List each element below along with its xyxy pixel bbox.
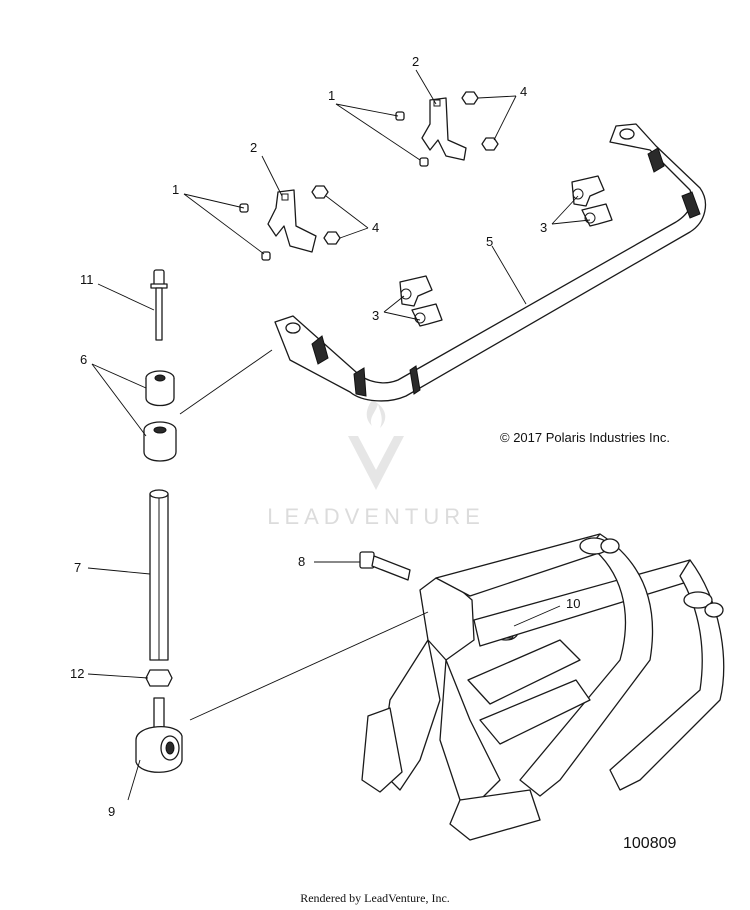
callout-6: 6 (80, 352, 87, 367)
callout-4-left: 4 (372, 220, 379, 235)
sway-bar (274, 123, 707, 402)
callout-4-top: 4 (520, 84, 527, 99)
callout-1-left: 1 (172, 182, 179, 197)
clamp-upper-2 (581, 203, 613, 227)
callout-10: 10 (566, 596, 580, 611)
bushing-lower (143, 421, 177, 462)
bracket-lower (267, 189, 317, 253)
copyright-text: © 2017 Polaris Industries Inc. (500, 430, 670, 445)
callout-2-top: 2 (412, 54, 419, 69)
callout-3-right: 3 (540, 220, 547, 235)
callout-8: 8 (298, 554, 305, 569)
leader-lines (87, 69, 591, 801)
nut-4d (323, 231, 341, 245)
watermark-text: LEADVENTURE (267, 504, 485, 529)
callout-1-top: 1 (328, 88, 335, 103)
bolt-8 (359, 551, 411, 581)
flame-logo-icon (348, 400, 404, 490)
callout-11: 11 (80, 272, 94, 287)
nut-12 (145, 669, 173, 687)
bushing-upper (145, 370, 175, 407)
nut-4a (461, 91, 479, 105)
nut-4b (481, 137, 499, 151)
link-rod (149, 489, 169, 661)
callout-9: 9 (108, 804, 115, 819)
footer-text: Rendered by LeadVenture, Inc. (300, 891, 450, 905)
callout-12: 12 (70, 666, 84, 681)
callout-7: 7 (74, 560, 81, 575)
callouts: 1 2 4 1 2 4 3 3 5 11 6 7 8 10 12 9 (70, 54, 580, 819)
clamp-upper-1 (571, 175, 605, 207)
bracket-upper (421, 97, 467, 161)
callout-5: 5 (486, 234, 493, 249)
leadventure-watermark: LEADVENTURE (267, 400, 485, 529)
long-bolt (150, 269, 168, 341)
callout-3-mid: 3 (372, 308, 379, 323)
frame-assembly (361, 533, 725, 841)
figure-number: 100809 (623, 835, 676, 852)
callout-2-left: 2 (250, 140, 257, 155)
bolt-1b (419, 157, 429, 167)
clamp-mid-1 (399, 275, 433, 307)
end-link (135, 697, 183, 773)
nut-4c (311, 185, 329, 199)
clamp-mid-2 (411, 303, 443, 327)
